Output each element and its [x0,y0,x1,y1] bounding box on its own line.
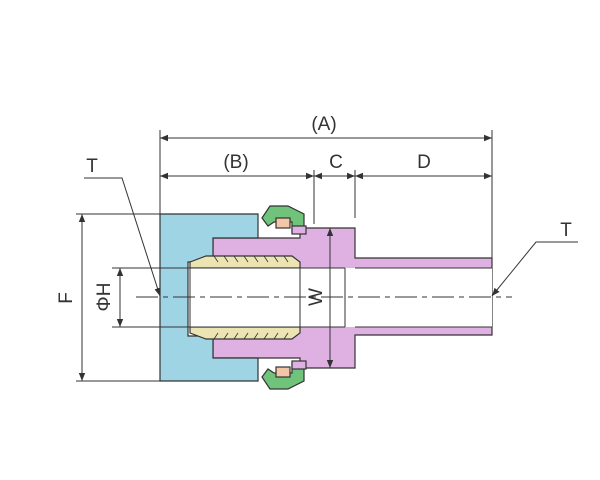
label-b: (B) [223,152,248,173]
washer-bottom [291,360,307,370]
label-c: C [329,152,343,173]
label-w: W [306,288,327,306]
label-d: D [417,152,431,173]
label-h: ΦH [94,283,115,312]
label-t-left: T [86,156,98,177]
leader-t-left [84,177,161,297]
union-nut [159,213,259,382]
seal-top [275,217,291,229]
leader-t-right [491,241,578,297]
sleeve-teeth [213,255,289,340]
label-t-right: T [560,220,572,241]
label-f: F [56,292,77,304]
seal-bottom [275,366,291,378]
bore-left [189,267,301,328]
label-a: (A) [311,114,336,135]
washer-top [291,225,307,235]
